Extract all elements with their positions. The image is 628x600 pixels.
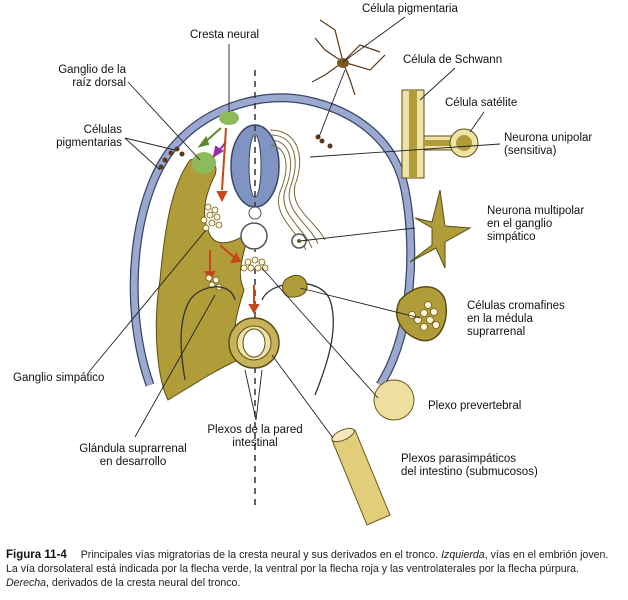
label-cromafines-line1: Células cromafines (467, 300, 565, 312)
neural-crest (219, 111, 239, 125)
label-cromafines-line2: en la médula (467, 313, 533, 325)
caption-text-3: , derivados de la cresta neural del tron… (46, 577, 241, 589)
label-plexos-parasimpaticos: Plexos parasimpáticos del intestino (sub… (401, 453, 538, 479)
label-neurona-unipolar: Neurona unipolar (sensitiva) (504, 132, 592, 158)
label-celulas-cromafines: Células cromafines en la médula suprarre… (467, 300, 565, 339)
label-neurona-multi-line1: Neurona multipolar (487, 205, 585, 217)
aorta (240, 222, 268, 250)
caption-text-2: , vías en el embrión joven. La vía dorso… (6, 549, 609, 575)
label-neurona-unipolar-line2: (sensitiva) (504, 145, 557, 157)
label-neurona-multi-line3: simpático (487, 231, 536, 243)
label-plexos-para-line1: Plexos parasimpáticos (401, 453, 517, 465)
label-glandula-line2: en desarrollo (99, 456, 167, 468)
label-ganglio-simpatico: Ganglio simpático (13, 372, 105, 384)
prevertebral-plexus (373, 379, 415, 421)
label-ganglio-raiz-line1: Ganglio de la (58, 64, 126, 76)
caption-text-1: Principales vías migratorias de la crest… (80, 549, 439, 561)
neural-canal (248, 134, 262, 198)
label-cromafines-line3: suprarrenal (467, 326, 526, 338)
pigment-cell-illustration (311, 19, 386, 96)
label-celulas-pig-line2: pigmentarias (56, 137, 122, 149)
label-ganglio-raiz-line2: raíz dorsal (72, 77, 126, 89)
label-neurona-unipolar-line1: Neurona unipolar (504, 132, 593, 144)
label-ganglio-raiz: Ganglio de la raíz dorsal (40, 64, 126, 90)
pigment-cells (158, 134, 333, 170)
arrow-red (204, 127, 260, 315)
label-celula-satelite: Célula satélite (445, 97, 518, 109)
figure-caption: Figura 11-4 Principales vías migratorias … (6, 548, 622, 590)
label-cresta-neural: Cresta neural (190, 29, 260, 41)
label-celulas-pigmentarias: Células pigmentarias (40, 124, 122, 150)
spinal-nerve-fibers (269, 129, 326, 251)
label-glandula-line1: Glándula suprarrenal (79, 443, 187, 455)
label-glandula-suprarrenal: Glándula suprarrenal en desarrollo (73, 443, 193, 469)
leader-lines (87, 16, 501, 439)
adrenal-primordium (282, 274, 308, 298)
arrow-green (197, 127, 222, 148)
multipolar-neuron (409, 189, 472, 269)
label-plexos-pared: Plexos de la pared intestinal (200, 424, 310, 450)
label-neurona-multipolar: Neurona multipolar en el ganglio simpáti… (487, 205, 584, 244)
caption-italic-2: Derecha (6, 577, 47, 589)
label-celula-schwann: Célula de Schwann (403, 54, 503, 66)
label-plexos-pared-line2: intestinal (232, 437, 278, 449)
intestine-illustration (331, 427, 391, 526)
schwann-neuron-illustration (401, 89, 479, 179)
label-neurona-multi-line2: en el ganglio (487, 218, 553, 230)
label-plexos-pared-line1: Plexos de la pared (207, 424, 303, 436)
label-celula-pigmentaria: Célula pigmentaria (362, 3, 458, 15)
label-plexo-prevertebral: Plexo prevertebral (428, 400, 522, 412)
label-celulas-pig-line1: Células (83, 124, 122, 136)
figure-number: Figura 11-4 (6, 549, 67, 561)
label-plexos-para-line2: del intestino (submucosos) (401, 466, 538, 478)
mesenchyme-region (155, 157, 249, 401)
caption-italic-1: Izquierda (441, 549, 485, 561)
